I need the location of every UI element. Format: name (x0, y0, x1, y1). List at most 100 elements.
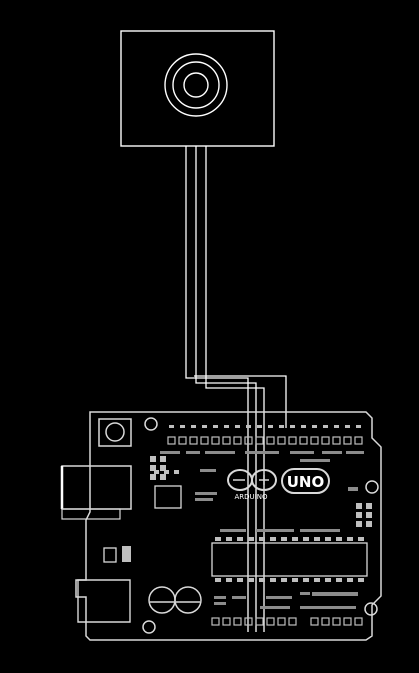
header-pin (321, 436, 330, 445)
icsp-pin (160, 474, 166, 480)
header-pin (211, 436, 220, 445)
icsp-pin (150, 456, 156, 462)
header-pin (310, 617, 319, 626)
led-indicator (154, 470, 159, 474)
chip-pin (314, 578, 320, 582)
header-pin-mark (334, 425, 339, 428)
chip-pin (270, 537, 276, 541)
icsp-pin (160, 456, 166, 462)
header-pin-mark (169, 425, 174, 428)
silkscreen-mark (160, 451, 180, 454)
silkscreen-mark (220, 529, 246, 532)
header-pin (288, 436, 297, 445)
silkscreen-mark (312, 592, 358, 596)
header-pin (332, 617, 341, 626)
wire-2 (195, 146, 257, 632)
header-pin-mark (345, 425, 350, 428)
header-pin (244, 436, 253, 445)
silkscreen-mark (195, 498, 213, 501)
chip-pin (226, 578, 232, 582)
arduino-board: ARDUINO UNO (60, 411, 382, 641)
power-jack (77, 579, 131, 623)
silkscreen-mark (256, 529, 294, 532)
header-pin (211, 617, 220, 626)
header-pin (266, 617, 275, 626)
silkscreen-mark (300, 459, 330, 462)
header-pin (321, 617, 330, 626)
chip-pin (215, 537, 221, 541)
silkscreen-mark (245, 451, 279, 454)
silkscreen-marks (154, 451, 364, 609)
mount-holes (142, 417, 379, 634)
header-pin (343, 617, 352, 626)
silkscreen-mark (232, 596, 246, 599)
silkscreen-mark (300, 592, 310, 595)
header-pin (244, 617, 253, 626)
icsp-pin (356, 512, 362, 518)
header-pin-mark (246, 425, 251, 428)
icsp-header-1 (150, 456, 166, 480)
chip-pin (248, 578, 254, 582)
silkscreen-mark (300, 529, 340, 532)
chip-pin (281, 537, 287, 541)
silkscreen-mark (300, 606, 316, 609)
chip-pin (237, 537, 243, 541)
chip-pin (358, 578, 364, 582)
icsp-pin (356, 503, 362, 509)
reset-button (98, 418, 132, 447)
icsp-pin (366, 521, 372, 527)
header-pin-mark (312, 425, 317, 428)
chip-pin (336, 537, 342, 541)
header-pin (277, 436, 286, 445)
power-analog-header (211, 617, 363, 626)
header-pin (222, 617, 231, 626)
header-pin (233, 436, 242, 445)
chip-pin (358, 537, 364, 541)
chip-pin (336, 578, 342, 582)
header-pin (178, 436, 187, 445)
header-pin (167, 436, 176, 445)
header-pin (200, 436, 209, 445)
brand-text: ARDUINO (235, 493, 268, 501)
header-pin (299, 436, 308, 445)
icsp-pin (150, 465, 156, 471)
chip-pin (347, 537, 353, 541)
chip-pin (237, 578, 243, 582)
sensor-module (120, 30, 275, 147)
header-pin (222, 436, 231, 445)
silkscreen-mark (266, 596, 292, 599)
chip-pin (303, 537, 309, 541)
silkscreen-mark (195, 492, 217, 495)
smd-component (122, 546, 131, 562)
header-pin-mark (191, 425, 196, 428)
silkscreen-mark (214, 602, 226, 605)
chip-pin (226, 537, 232, 541)
sensor-disc-icon (164, 53, 228, 117)
led-indicator (164, 470, 169, 474)
icsp-pin (366, 512, 372, 518)
header-pin (189, 436, 198, 445)
uno-badge: UNO (281, 468, 330, 494)
header-pin (255, 617, 264, 626)
infinity-logo-icon (227, 469, 277, 491)
header-pin (288, 617, 297, 626)
usb-chip (154, 485, 182, 509)
board-outline (75, 411, 382, 641)
usb-connector (60, 465, 132, 520)
voltage-regulator (103, 547, 117, 563)
icsp-pin (356, 521, 362, 527)
chip-pin (281, 578, 287, 582)
wire-3 (205, 146, 265, 632)
header-pin-mark (235, 425, 240, 428)
chip-pin (325, 537, 331, 541)
header-pin-mark (257, 425, 262, 428)
icsp-pin (150, 474, 156, 480)
chip-pin (259, 537, 265, 541)
header-pin-mark (268, 425, 273, 428)
chip-pin (292, 578, 298, 582)
chip-pin (270, 578, 276, 582)
led-indicator (174, 470, 179, 474)
header-pin-mark (180, 425, 185, 428)
icsp-header-2 (356, 503, 372, 527)
